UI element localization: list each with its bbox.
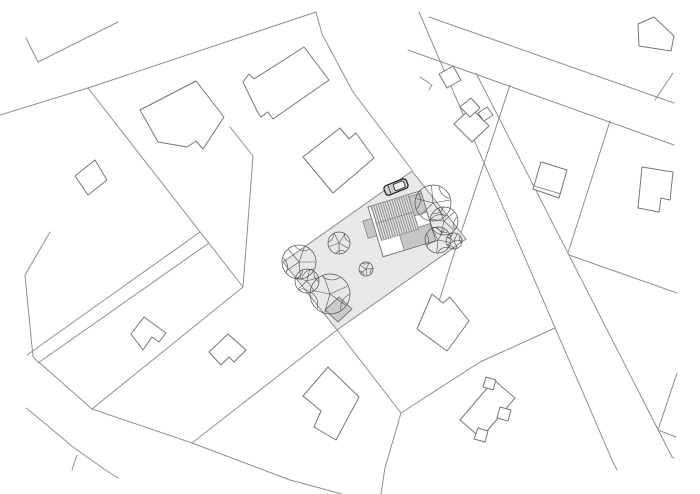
parcel-boundary-line bbox=[419, 76, 433, 91]
car-windshield-line bbox=[387, 185, 392, 194]
parcel-boundary-line bbox=[91, 408, 343, 494]
parcel-boundary-line bbox=[568, 254, 678, 294]
tree-symbol bbox=[281, 244, 317, 280]
parcel-boundary-line bbox=[229, 126, 254, 288]
building-s-l-house bbox=[302, 366, 360, 441]
main-building bbox=[362, 190, 437, 258]
car bbox=[383, 178, 409, 196]
building-ne-corner-partial bbox=[637, 16, 675, 52]
tree-symbol bbox=[327, 231, 351, 255]
tree-symbol bbox=[294, 268, 320, 294]
building-se-house-bump-2 bbox=[496, 406, 512, 422]
roof-terrace-patch bbox=[362, 218, 378, 239]
garden-shed bbox=[324, 296, 353, 323]
building-e-square-house bbox=[532, 161, 568, 199]
parcel-boundary-line bbox=[657, 372, 678, 438]
building-e-notched-house bbox=[637, 166, 674, 213]
parcel-boundary-line bbox=[315, 11, 413, 171]
parcel-boundary-line bbox=[26, 231, 201, 356]
parcel-boundary-line bbox=[191, 329, 338, 444]
building-nw-small-square bbox=[74, 159, 108, 196]
tree-symbol bbox=[358, 261, 374, 277]
car-roof bbox=[392, 180, 406, 191]
building-se-house-bump-3 bbox=[473, 427, 489, 443]
building-detail-line bbox=[533, 185, 562, 195]
building-nw-house bbox=[139, 80, 225, 150]
building-ne-cluster-main bbox=[453, 107, 490, 143]
parcel-boundary-line bbox=[428, 16, 675, 104]
parcel-boundary-line bbox=[654, 72, 674, 101]
building-se-house-main bbox=[459, 379, 516, 439]
parcel-boundary-line bbox=[87, 87, 244, 288]
building-n-house-1 bbox=[242, 46, 330, 120]
parcel-boundary-line bbox=[37, 242, 210, 364]
parcel-boundary-line bbox=[380, 412, 402, 494]
parcel-boundary-line bbox=[71, 454, 78, 471]
building-ne-small-square bbox=[438, 65, 462, 89]
tree-symbol bbox=[309, 273, 351, 315]
parcel-boundary-line bbox=[336, 329, 402, 414]
tree-symbol bbox=[445, 232, 463, 250]
building-ne-cluster-annex1 bbox=[459, 97, 481, 118]
roof-ridge-line bbox=[376, 211, 414, 224]
trees bbox=[281, 184, 463, 315]
parcel-boundary-line bbox=[567, 120, 611, 254]
parcel-boundary-line bbox=[418, 11, 618, 471]
parcel-boundary-line bbox=[475, 72, 675, 459]
building-w-small-house-1 bbox=[130, 316, 167, 351]
parcel-boundary-line bbox=[91, 286, 244, 410]
parcel-boundary-line bbox=[24, 231, 93, 410]
parcel-boundary-line bbox=[25, 21, 119, 63]
building-ne-cluster-annex2 bbox=[477, 106, 494, 122]
parcel-boundary-line bbox=[25, 407, 119, 479]
tree-symbol bbox=[424, 226, 452, 254]
building-se-house-bump-1 bbox=[482, 376, 497, 391]
parcel-boundary-line bbox=[400, 327, 556, 414]
building-s-house bbox=[416, 293, 470, 352]
tree-symbol bbox=[414, 184, 452, 222]
building-w-small-house-2 bbox=[208, 333, 247, 366]
parcel-boundary-line bbox=[407, 49, 675, 146]
building-n-house-2 bbox=[302, 127, 375, 194]
neighbor-buildings bbox=[74, 16, 675, 443]
